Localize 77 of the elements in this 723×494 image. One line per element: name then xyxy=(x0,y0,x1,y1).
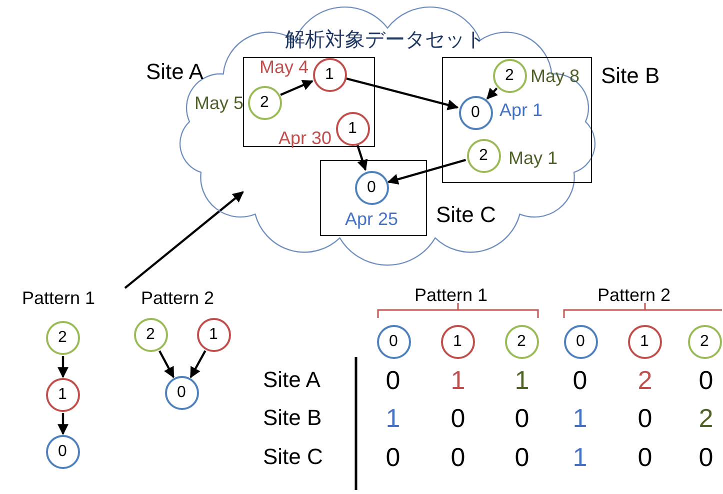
node-number: 0 xyxy=(576,334,585,350)
table-value: 1 xyxy=(572,444,588,470)
arrow xyxy=(190,350,206,378)
table-value: 0 xyxy=(698,367,714,393)
date-label: Apr 1 xyxy=(500,100,543,118)
date-label: Apr 25 xyxy=(344,210,398,228)
arrow xyxy=(346,77,459,110)
node-number: 1 xyxy=(640,334,649,350)
node-circle xyxy=(505,325,539,359)
row-label: Site C xyxy=(263,446,323,468)
node-circle xyxy=(628,325,662,359)
date-label: May 1 xyxy=(508,148,558,166)
arrow xyxy=(387,158,466,185)
arrow xyxy=(124,191,244,289)
table-value: 0 xyxy=(514,405,530,431)
date-label: Apr 30 xyxy=(278,128,332,146)
node-number: 2 xyxy=(700,334,709,350)
cloud-title: 解析対象データセット xyxy=(285,30,485,50)
site-label: Site A xyxy=(146,61,204,83)
table-value: 0 xyxy=(514,444,530,470)
pattern-heading: Pattern 2 xyxy=(141,289,214,307)
arrow xyxy=(280,80,314,96)
arrow xyxy=(58,356,68,378)
node-number: 0 xyxy=(471,104,480,120)
node-number: 1 xyxy=(453,334,462,350)
site-label: Site B xyxy=(601,65,660,87)
node-number: 0 xyxy=(389,334,398,350)
arrow xyxy=(356,144,368,171)
arrow xyxy=(158,350,174,378)
node-number: 2 xyxy=(505,68,514,84)
node-circle xyxy=(441,325,475,359)
node-circle xyxy=(46,321,80,355)
table-value: 0 xyxy=(450,405,466,431)
node-number: 1 xyxy=(209,326,218,342)
node-number: 2 xyxy=(260,94,269,110)
arrow xyxy=(58,413,68,436)
site-label: Site C xyxy=(436,204,496,226)
date-label: May 8 xyxy=(530,66,580,84)
node-number: 2 xyxy=(58,330,67,346)
table-value: 0 xyxy=(638,405,652,431)
node-circle xyxy=(46,378,80,412)
table-value: 1 xyxy=(386,405,400,431)
node-circle xyxy=(134,318,168,352)
node-circle xyxy=(564,325,598,359)
node-circle xyxy=(165,376,199,410)
table-value: 0 xyxy=(638,444,652,470)
node-number: 0 xyxy=(177,384,186,400)
table-value: 2 xyxy=(638,367,652,393)
pattern-heading: Pattern 2 xyxy=(597,286,671,304)
table-value: 1 xyxy=(572,405,588,431)
table-value: 0 xyxy=(386,444,400,470)
arrow xyxy=(486,88,498,100)
table-value: 1 xyxy=(450,367,466,393)
node-number: 2 xyxy=(517,334,526,350)
date-label: May 5 xyxy=(194,94,244,112)
table-value: 2 xyxy=(698,405,714,431)
node-number: 1 xyxy=(348,120,357,136)
table-value: 0 xyxy=(572,367,588,393)
pattern-heading: Pattern 1 xyxy=(414,286,488,304)
table-value: 1 xyxy=(514,367,530,393)
table-value: 0 xyxy=(698,444,714,470)
node-circle xyxy=(377,325,411,359)
node-number: 1 xyxy=(58,386,67,402)
row-label: Site A xyxy=(263,369,320,391)
table-value: 0 xyxy=(450,444,466,470)
table-value: 0 xyxy=(386,367,400,393)
node-circle xyxy=(197,318,231,352)
node-number: 1 xyxy=(325,66,334,82)
node-circle xyxy=(688,325,722,359)
node-number: 2 xyxy=(479,148,488,164)
pattern-heading: Pattern 1 xyxy=(22,289,96,307)
row-label: Site B xyxy=(263,407,322,429)
node-number: 0 xyxy=(367,180,376,196)
node-number: 2 xyxy=(146,326,155,342)
node-number: 0 xyxy=(58,444,67,460)
node-circle xyxy=(46,435,80,469)
date-label: May 4 xyxy=(259,58,308,76)
